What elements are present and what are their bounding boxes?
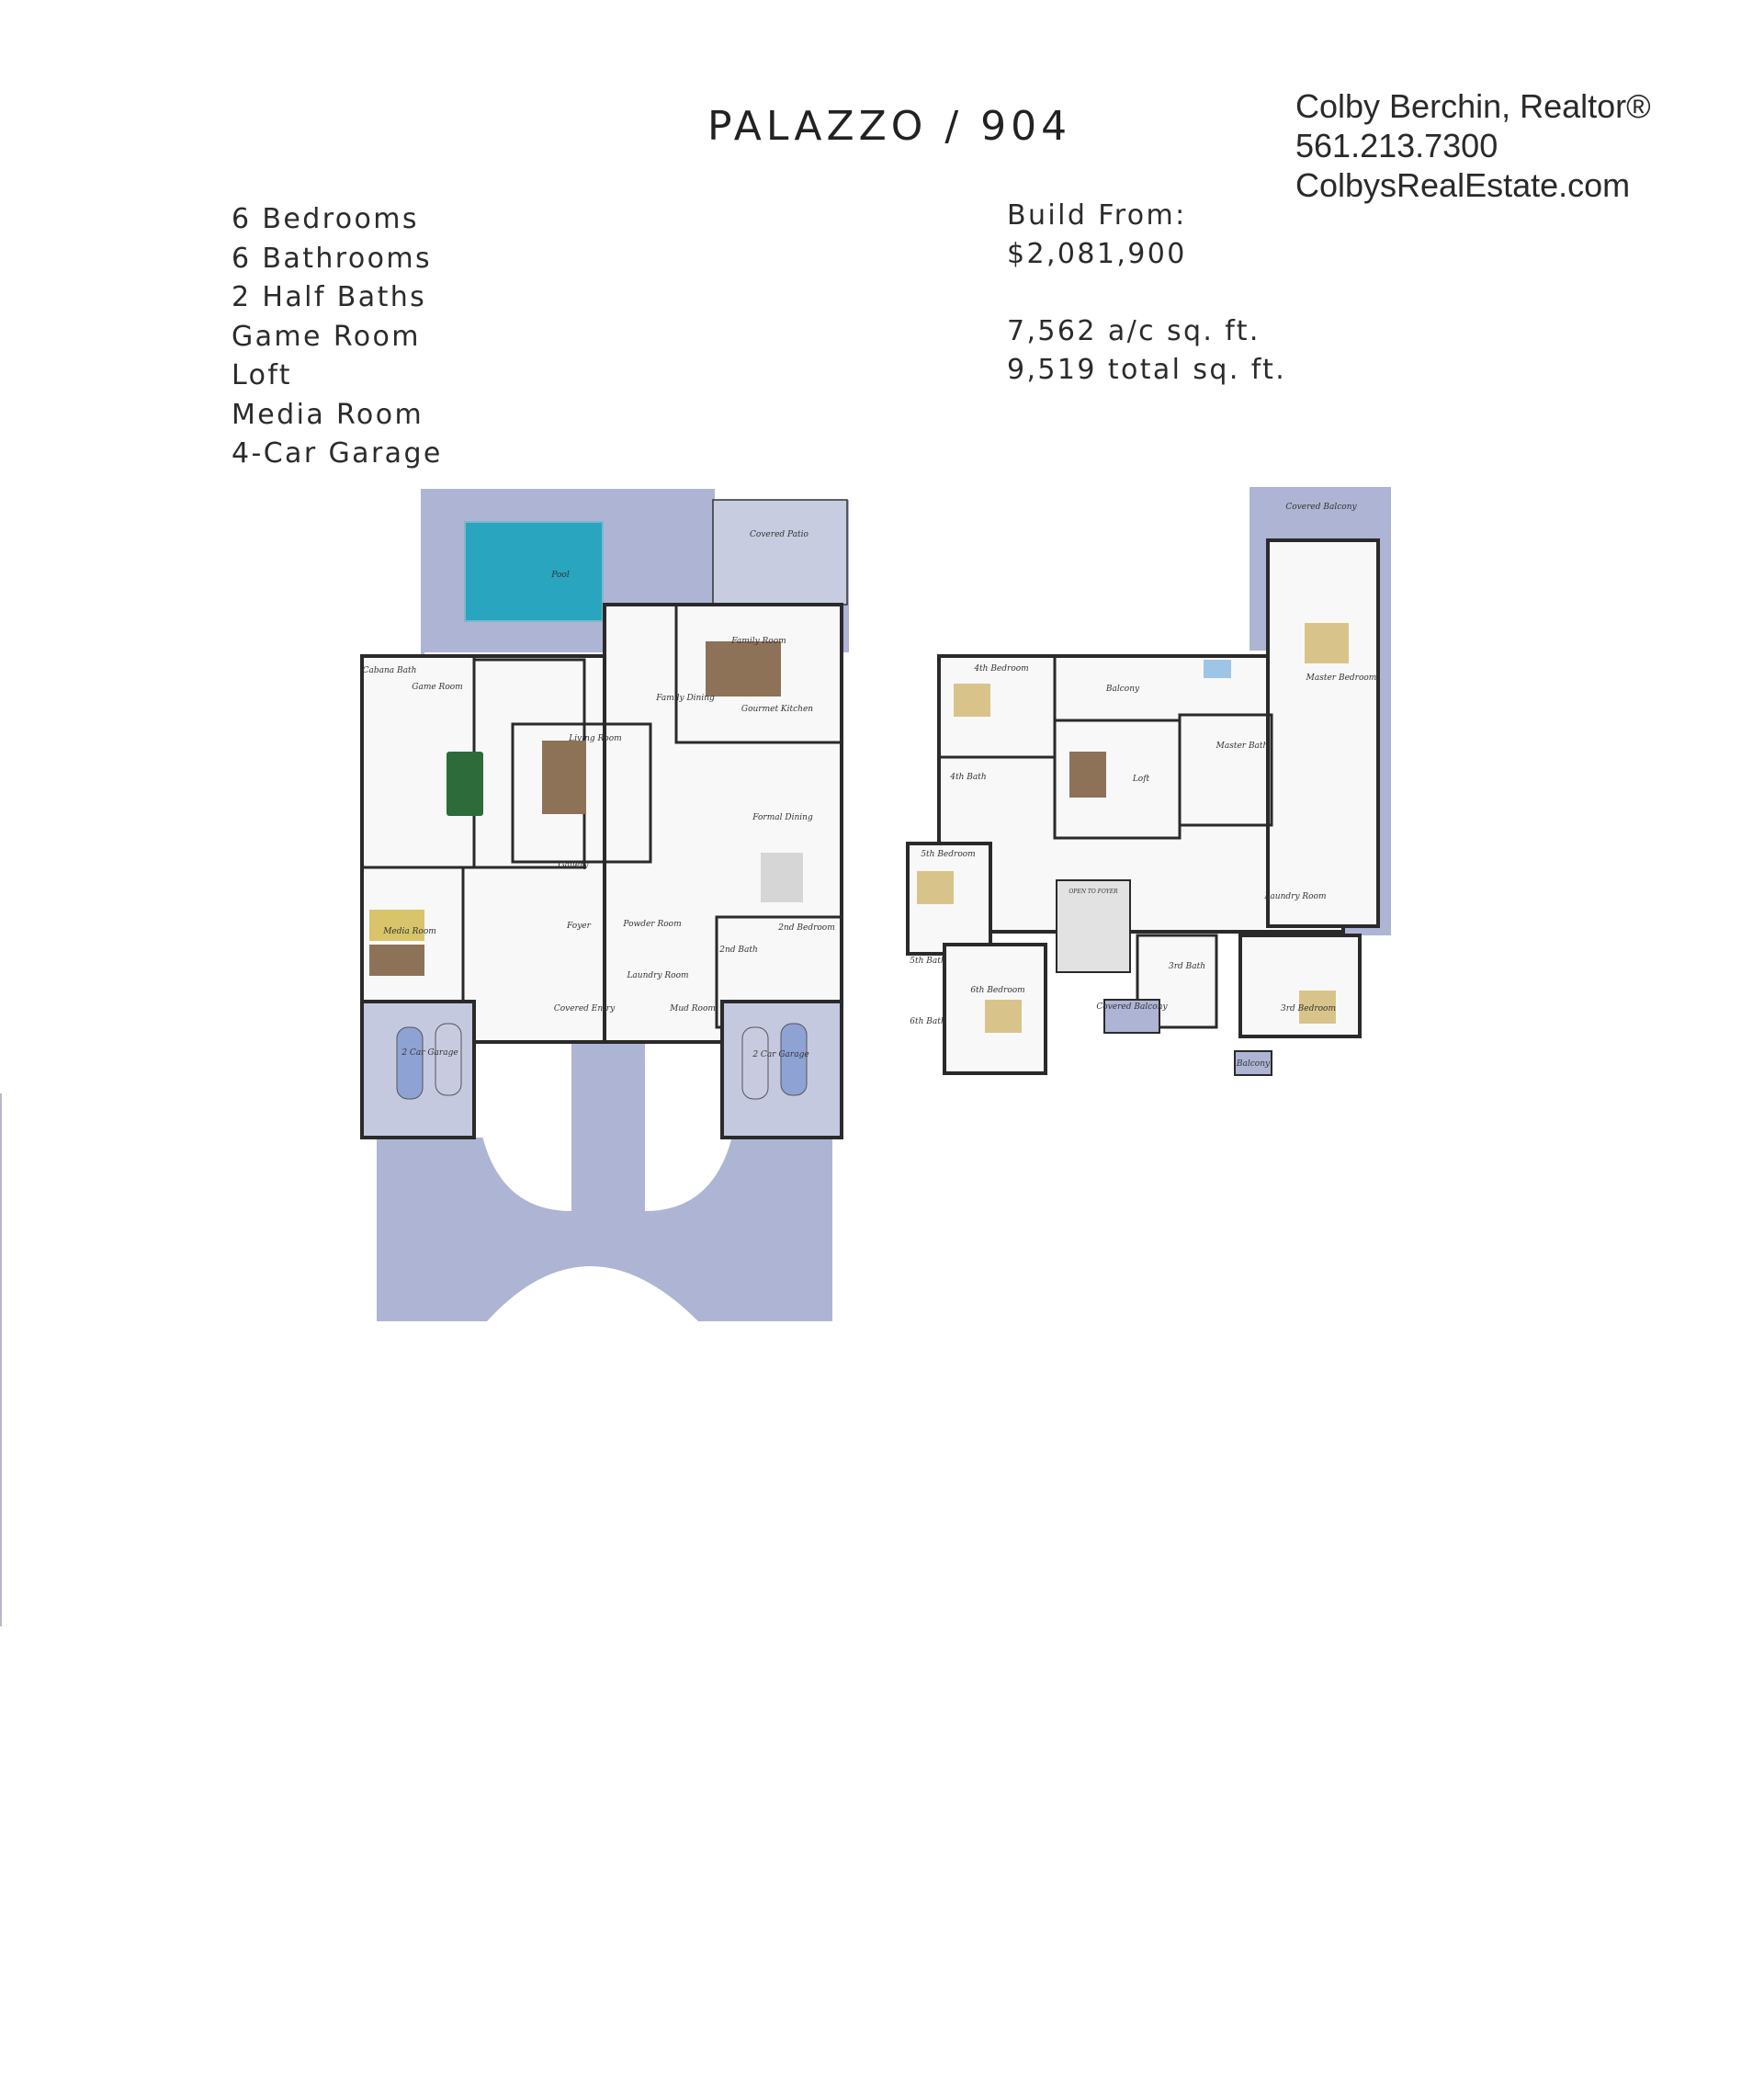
room-label-foyer: Foyer [566, 922, 592, 931]
tub [1204, 660, 1231, 678]
room-label-pool: Pool [550, 571, 570, 580]
realtor-website[interactable]: ColbysRealEstate.com [1295, 166, 1631, 204]
room-label-media-room: Media Room [382, 927, 436, 936]
left-lawn [480, 1124, 571, 1211]
plan-title: PALAZZO / 904 [707, 103, 1072, 150]
feature-item: 4-Car Garage [232, 437, 443, 470]
room-label-family-room: Family Room [730, 637, 786, 646]
scan-edge-line [0, 1093, 2, 1626]
room-label-formal-dining: Formal Dining [752, 813, 813, 822]
room-label-gourmet-kitchen: Gourmet Kitchen [741, 705, 813, 714]
car-2 [435, 1023, 462, 1096]
room-label-loft: Loft [1132, 775, 1150, 784]
room-label-fifth-bedroom: 5th Bedroom [921, 850, 975, 859]
build-from-price: $2,081,900 [1007, 238, 1187, 270]
media-seating-1 [369, 910, 424, 941]
covered-patio [712, 499, 848, 606]
feature-item: Loft [232, 359, 292, 391]
front-walk [571, 1035, 645, 1145]
car-1 [396, 1026, 424, 1100]
bed-5 [917, 871, 954, 904]
driveway-island [487, 1266, 698, 1321]
room-label-family-dining: Family Dining [655, 694, 715, 703]
car-4 [780, 1023, 808, 1096]
room-label-game-room: Game Room [412, 683, 462, 692]
room-label-master-bedroom: Master Bedroom [1306, 674, 1377, 683]
feature-item: Media Room [232, 398, 424, 431]
realtor-contact: Colby Berchin, Realtor® 561.213.7300 Col… [1295, 86, 1651, 205]
feature-item: 2 Half Baths [232, 281, 427, 313]
pricing-block: Build From: $2,081,900 7,562 a/c sq. ft.… [1007, 197, 1286, 390]
pool [464, 521, 604, 622]
build-from-label: Build From: [1007, 199, 1187, 232]
loft-sofa [1069, 752, 1106, 798]
dining-table [761, 853, 803, 902]
room-label-fourth-bedroom: 4th Bedroom [973, 664, 1028, 674]
feature-item: 6 Bedrooms [232, 203, 419, 235]
room-label-second-bath: 2nd Bath [718, 946, 758, 955]
room-label-third-bedroom: 3rd Bedroom [1281, 1004, 1336, 1014]
room-label-covered-patio: Covered Patio [750, 530, 808, 539]
room-label-living-room: Living Room [568, 734, 621, 743]
living-sofa [542, 741, 586, 814]
family-sofa [706, 641, 781, 696]
bed-4 [954, 684, 990, 717]
room-label-garage-left: 2 Car Garage [401, 1048, 458, 1058]
bed-3 [1299, 991, 1336, 1024]
realtor-name: Colby Berchin, Realtor® [1295, 87, 1651, 125]
room-label-cabana-bath: Cabana Bath [363, 666, 417, 675]
room-label-second-bedroom: 2nd Bedroom [777, 923, 835, 933]
first-floor-plan: Pool Covered Patio Cabana Bath Game Room… [360, 489, 849, 1321]
room-label-sixth-bedroom: 6th Bedroom [970, 986, 1024, 995]
media-seating-2 [369, 945, 424, 976]
ac-square-feet: 7,562 a/c sq. ft. [1007, 315, 1261, 347]
room-label-covered-balcony-front: Covered Balcony [1096, 1002, 1168, 1012]
room-label-laundry-room: Laundry Room [626, 971, 688, 980]
bed-master [1305, 623, 1349, 663]
room-label-fifth-bath: 5th Bath [910, 957, 945, 966]
total-square-feet: 9,519 total sq. ft. [1007, 354, 1287, 386]
room-label-covered-balcony-top: Covered Balcony [1285, 503, 1357, 512]
room-label-powder-room: Powder Room [622, 920, 681, 929]
room-label-laundry-room: Laundry Room [1263, 892, 1326, 901]
room-label-master-bath: Master Bath [1216, 742, 1269, 751]
open-to-foyer [1056, 879, 1131, 973]
second-floor-plan: Covered Balcony Master Bedroom 4th Bedro… [906, 487, 1391, 1076]
bed-6 [985, 1000, 1022, 1033]
room-label-open-to-foyer: OPEN TO FOYER [1069, 889, 1118, 895]
room-label-garage-right: 2 Car Garage [752, 1050, 808, 1059]
room-label-gallery: Gallery [558, 861, 589, 870]
right-lawn [645, 1124, 735, 1211]
room-label-covered-entry: Covered Entry [554, 1004, 616, 1014]
room-label-fourth-bath: 4th Bath [949, 773, 986, 782]
feature-item: Game Room [232, 320, 421, 353]
realtor-phone[interactable]: 561.213.7300 [1295, 127, 1498, 164]
room-label-balcony-bottom: Balcony [1236, 1059, 1271, 1069]
feature-list: 6 Bedrooms 6 Bathrooms 2 Half Baths Game… [232, 200, 443, 474]
front-balcony [1103, 999, 1160, 1034]
feature-item: 6 Bathrooms [232, 242, 433, 275]
room-label-third-bath: 3rd Bath [1169, 962, 1205, 971]
car-3 [741, 1026, 769, 1100]
room-label-sixth-bath: 6th Bath [910, 1017, 945, 1026]
pool-table [447, 752, 483, 816]
rear-balcony [1234, 1050, 1272, 1076]
room-label-balcony-top: Balcony [1105, 685, 1140, 694]
room-label-mud-room: Mud Room [669, 1004, 716, 1014]
